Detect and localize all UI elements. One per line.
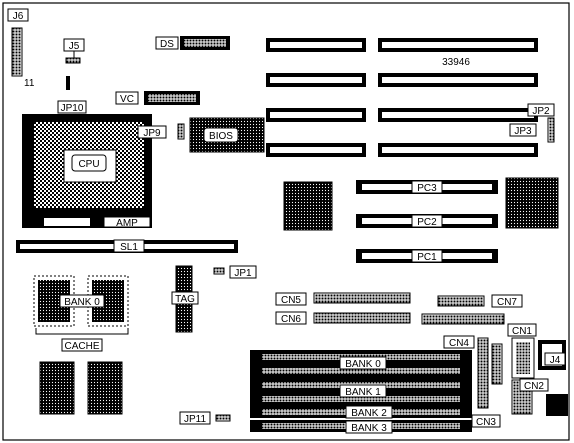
isa-slots: 33946 [266,38,538,157]
mem-bank1-label: BANK 1 [345,387,381,398]
j6-label: J6 [13,11,24,22]
ds-switch: DS [155,36,230,50]
jp10-jumper: JP10 [57,76,87,114]
jp2-label: JP2 [532,106,550,117]
chipset-right [505,177,559,229]
mem-bank2-label: BANK 2 [351,408,387,419]
cache-bank0-label: BANK 0 [64,297,100,308]
cache-chips: BANK 0 CACHE [33,275,129,352]
mem-bank0-label: BANK 0 [345,359,381,370]
pc1-label: PC1 [417,252,437,263]
j5-label: J5 [69,41,80,52]
jp11-jumper: JP11 [179,411,231,425]
vc-switch: VC [115,91,200,105]
cn6-connector: CN6 [275,311,411,325]
j4-connector: J4 [538,340,568,416]
jp9-jumper: JP9 [137,123,185,140]
sl1-label: SL1 [120,242,138,253]
chipset-left [283,181,333,231]
jp1-label: JP1 [234,268,252,279]
jp9-label: JP9 [143,128,161,139]
vc-label: VC [120,94,134,105]
cn5-connector: CN5 [275,292,411,306]
j6-header: J6 11 [7,8,35,89]
cpu-label: CPU [78,159,99,170]
header-mid-right [491,343,503,385]
cn7-label: CN7 [497,297,517,308]
pc3-label: PC3 [417,183,437,194]
cn2-connector: CN2 [511,378,549,415]
cn2-label: CN2 [524,381,544,392]
cpu-socket: CPU AMP [22,114,152,229]
jp3-label: JP3 [514,126,532,137]
memory-banks: BANK 0 BANK 1 BANK 2 BANK 3 [250,350,472,434]
mem-bank3-label: BANK 3 [351,423,387,434]
jp11-label: JP11 [184,414,206,425]
cn4-connector: CN4 [421,313,505,349]
cn7-connector: CN7 [437,294,523,308]
sl1-slot: SL1 [16,239,238,253]
cn6-label: CN6 [281,314,301,325]
cn3-connector: CN3 [471,337,501,428]
jp10-label: JP10 [61,103,84,114]
pc-slots: PC3 PC2 PC1 [356,180,498,263]
cn4-label: CN4 [449,338,469,349]
j5-jumper: J5 [63,38,85,64]
cn1-connector: CN1 [507,323,537,379]
amp-label: AMP [116,218,138,229]
cn3-label: CN3 [476,417,496,428]
cn5-label: CN5 [281,295,301,306]
j6-pin-label: 11 [24,78,35,89]
chip-lower-left-2 [87,361,123,415]
tag-chip: TAG [171,265,199,333]
jp2-jp3-jumpers: JP2 JP3 [509,103,555,143]
board-id: 33946 [442,57,470,68]
cn1-label: CN1 [512,326,532,337]
cache-label: CACHE [64,341,99,352]
tag-label: TAG [175,294,195,305]
ds-label: DS [160,39,174,50]
pc2-label: PC2 [417,217,437,228]
bios-label: BIOS [209,131,233,142]
chip-lower-left-1 [39,361,75,415]
bios-chip: BIOS [189,117,265,153]
jp1-jumper: JP1 [213,265,257,279]
j4-label: J4 [550,355,561,366]
